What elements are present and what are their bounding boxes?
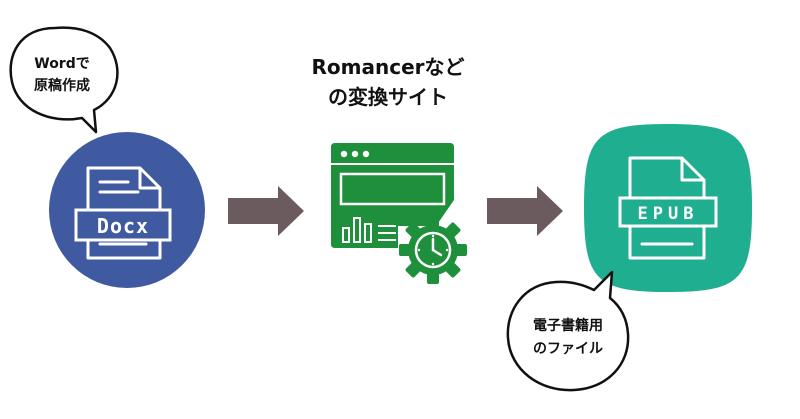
website-gear-clock-icon — [331, 143, 467, 284]
word-speech-bubble: Wordで 原稿作成 — [9, 26, 119, 134]
epub-label: EPUB — [638, 204, 699, 224]
ebook-bubble-line-2: のファイル — [533, 341, 603, 357]
word-bubble-line-2: 原稿作成 — [34, 77, 90, 94]
converter-title-line-2: の変換サイト — [328, 85, 448, 109]
docx-file-badge: Docx — [49, 132, 205, 288]
arrow-right-icon — [228, 186, 304, 236]
word-bubble-line-1: Wordで — [34, 56, 90, 72]
ebook-bubble-line-1: 電子書籍用 — [533, 317, 603, 334]
arrow-right-icon — [487, 186, 563, 236]
converter-title-line-1: Romancerなど — [312, 55, 465, 79]
epub-file-badge: EPUB — [584, 124, 752, 292]
ebook-speech-bubble: 電子書籍用 のファイル — [506, 270, 630, 392]
docx-label: Docx — [97, 214, 149, 238]
